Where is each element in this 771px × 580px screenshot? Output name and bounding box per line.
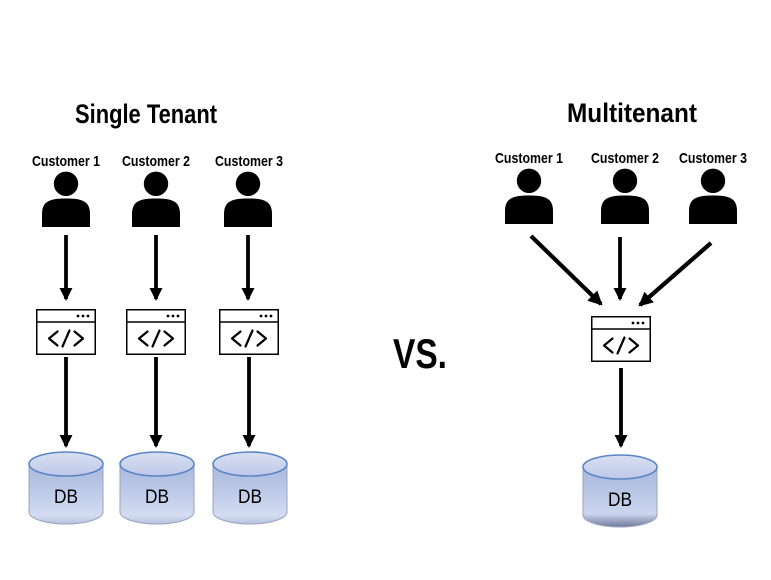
app-window-icon bbox=[590, 315, 652, 363]
person-icon bbox=[601, 168, 649, 224]
person-icon bbox=[42, 171, 90, 227]
db-label: DB bbox=[54, 487, 78, 508]
single-tenant-section: Single Tenant Customer 1 DB Customer 2 D… bbox=[28, 99, 288, 525]
db-label: DB bbox=[608, 490, 632, 511]
person-icon bbox=[132, 171, 180, 227]
app-window-icon bbox=[125, 308, 187, 356]
multitenant-title: Multitenant bbox=[567, 98, 697, 128]
arrow-icon bbox=[529, 234, 603, 306]
customer-label: Customer 1 bbox=[495, 150, 563, 167]
database-cylinder-icon: DB bbox=[28, 451, 104, 525]
person-icon bbox=[224, 171, 272, 227]
customer-label: Customer 3 bbox=[679, 150, 747, 167]
person-icon bbox=[505, 168, 553, 224]
app-window-icon bbox=[218, 308, 280, 356]
database-cylinder-icon: DB bbox=[212, 451, 288, 525]
person-icon bbox=[689, 168, 737, 224]
database-cylinder-icon: DB bbox=[119, 451, 195, 525]
customer-label: Customer 2 bbox=[122, 153, 190, 170]
customer-label: Customer 1 bbox=[32, 153, 100, 170]
db-label: DB bbox=[145, 487, 169, 508]
arrow-icon bbox=[638, 241, 713, 307]
customer-label: Customer 3 bbox=[215, 153, 283, 170]
customer-label: Customer 2 bbox=[591, 150, 659, 167]
vs-label: VS. bbox=[393, 330, 447, 377]
multitenant-section: Multitenant Customer 1 Customer 2 Custom… bbox=[495, 98, 747, 528]
db-label: DB bbox=[238, 487, 262, 508]
single-tenant-title: Single Tenant bbox=[75, 99, 217, 129]
database-cylinder-icon: DB bbox=[582, 454, 658, 528]
app-window-icon bbox=[35, 308, 97, 356]
